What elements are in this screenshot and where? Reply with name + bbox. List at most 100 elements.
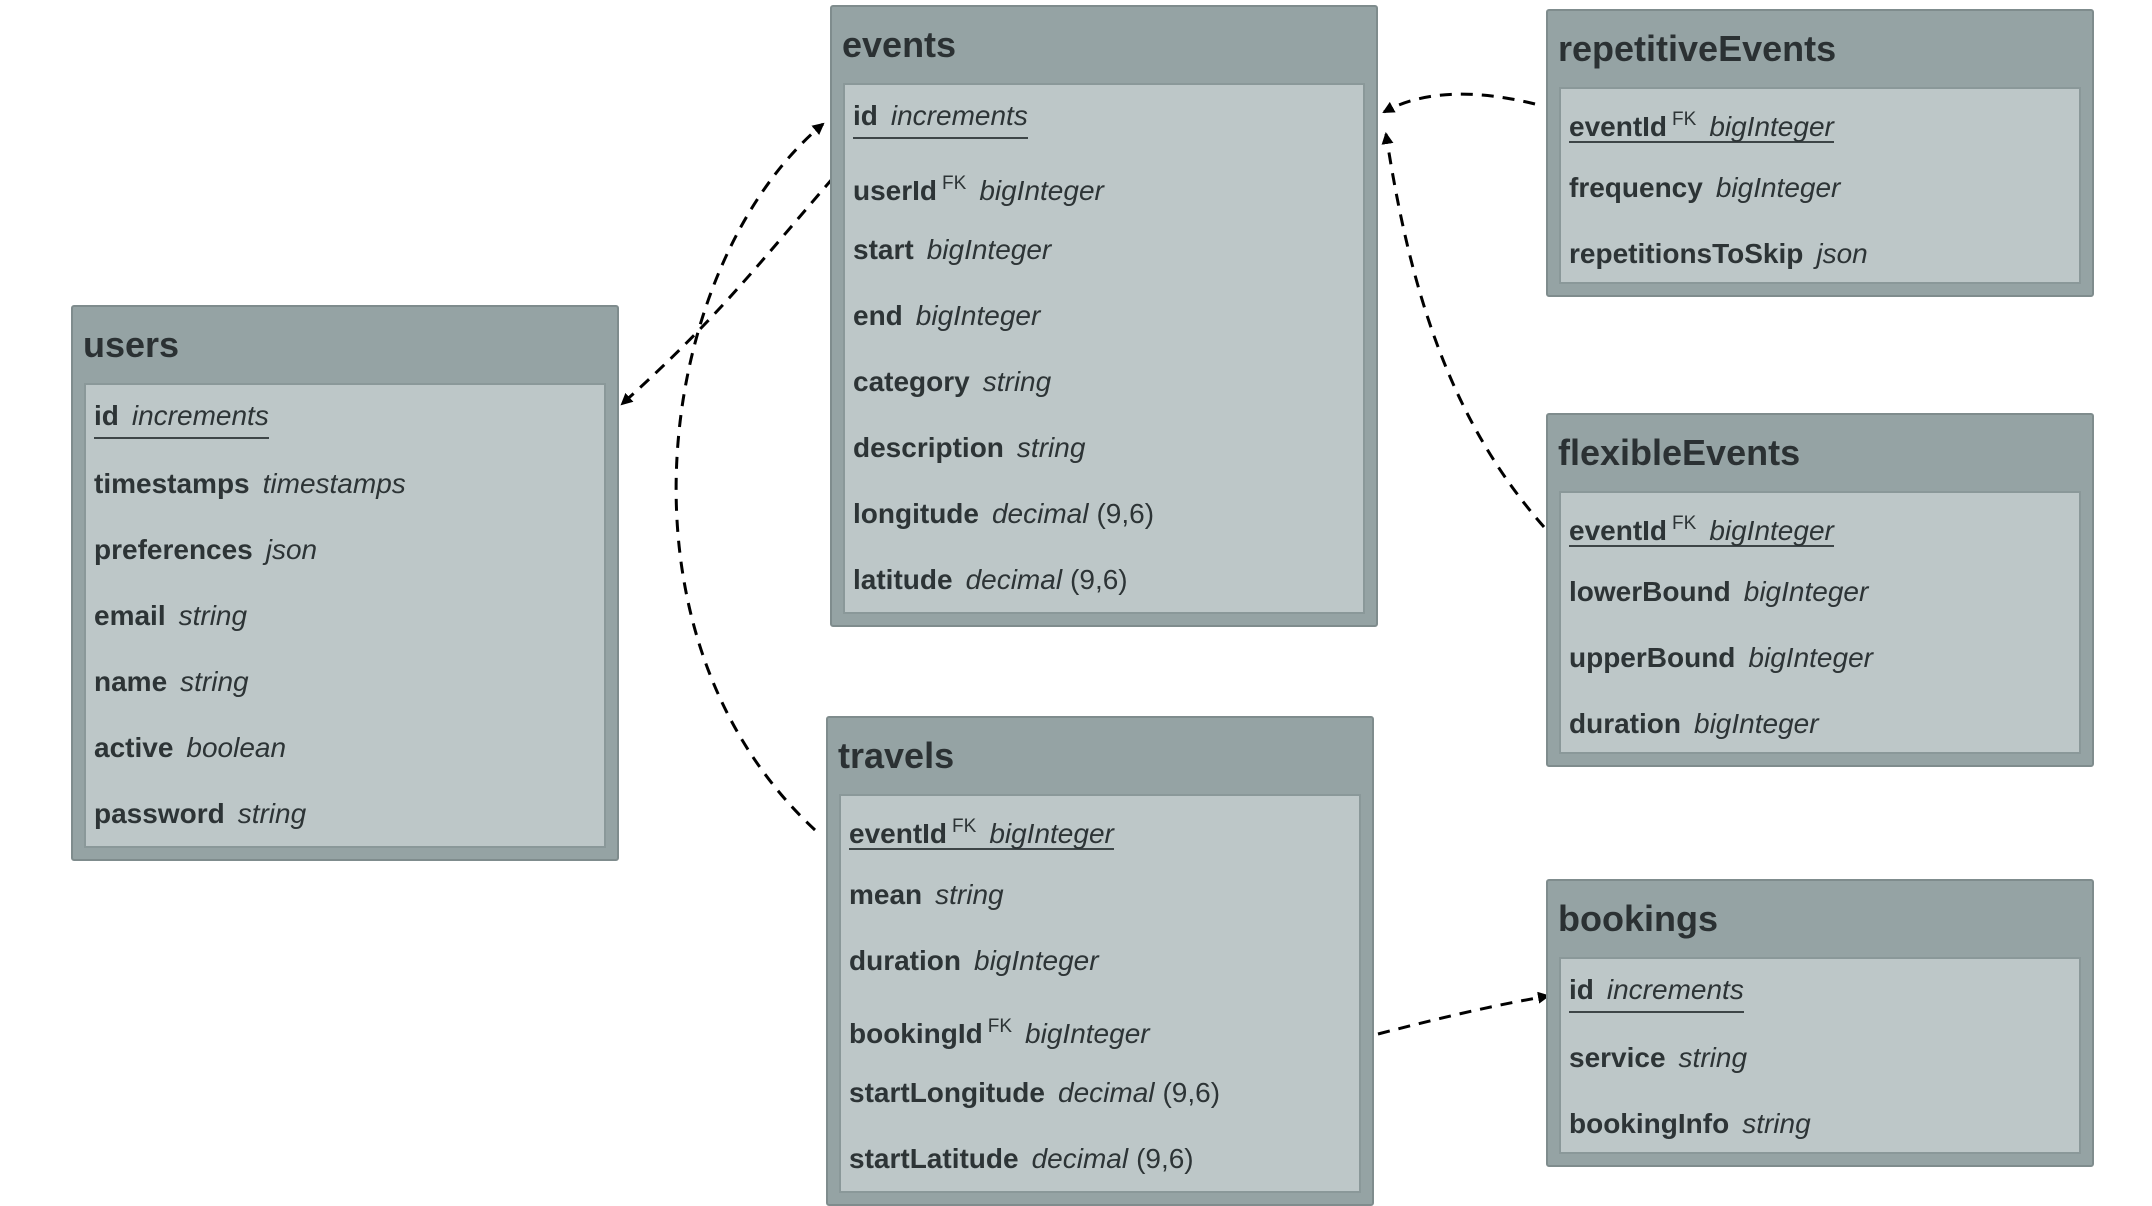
column-name: id: [853, 100, 878, 131]
column-type: decimal: [965, 564, 1063, 595]
column-name: mean: [849, 879, 923, 910]
column-name: password: [94, 798, 225, 829]
column-type: bigInteger: [1715, 172, 1841, 203]
relation-flexibleevents-eventid-to-events: [1381, 132, 1546, 528]
column-name: service: [1569, 1042, 1666, 1073]
table-title: repetitiveEvents: [1558, 28, 1837, 69]
column-extra: (9,6): [1070, 564, 1128, 595]
column-row: end bigInteger: [853, 283, 1040, 349]
column-row: preferences json: [94, 517, 317, 583]
relation-repetitiveevents-eventid-to-events: [1382, 92, 1536, 114]
column-name: bookingInfo: [1569, 1108, 1730, 1139]
column-type: json: [265, 534, 318, 565]
column-row: longitude decimal(9,6): [853, 481, 1154, 547]
fk-marker: FK: [952, 816, 977, 837]
column-row: duration bigInteger: [849, 928, 1099, 994]
column-type: timestamps: [262, 468, 406, 499]
relation-travels-eventid-to-events: [674, 122, 825, 832]
column-name: start: [853, 234, 914, 265]
column-extra: (9,6): [1136, 1143, 1194, 1174]
column-row: id increments: [853, 85, 1028, 139]
column-name: eventId: [1569, 111, 1668, 142]
column-extra: (9,6): [1096, 498, 1155, 529]
column-name: name: [94, 666, 168, 697]
fk-marker: FK: [1672, 109, 1697, 130]
column-type: increments: [131, 400, 269, 431]
table-title: travels: [838, 735, 955, 776]
column-name: duration: [849, 945, 961, 976]
column-row: id increments: [1569, 959, 1744, 1013]
column-type: bigInteger: [979, 175, 1104, 206]
column-type: increments: [890, 100, 1028, 131]
column-row: category string: [853, 349, 1051, 415]
column-name: latitude: [853, 564, 953, 595]
column-name: userId: [853, 175, 938, 206]
column-type: string: [180, 666, 249, 697]
column-type: decimal: [1031, 1143, 1129, 1174]
column-type: decimal: [991, 498, 1089, 529]
column-name: repetitionsToSkip: [1569, 238, 1804, 269]
column-name: preferences: [94, 534, 253, 565]
column-row: mean string: [849, 862, 1004, 928]
column-type: string: [1016, 432, 1086, 463]
column-type: json: [1816, 238, 1868, 269]
relation-travels-bookingid-to-bookings: [1377, 991, 1550, 1036]
column-name: longitude: [853, 498, 979, 529]
column-type: increments: [1606, 974, 1744, 1005]
column-type: string: [982, 366, 1052, 397]
column-type: bigInteger: [1025, 1018, 1150, 1049]
column-name: lowerBound: [1569, 576, 1731, 607]
column-name: eventId: [1569, 515, 1668, 546]
column-name: id: [1569, 974, 1594, 1005]
column-type: string: [935, 879, 1004, 910]
table-title: events: [842, 24, 957, 65]
fk-marker: FK: [942, 173, 967, 194]
column-type: bigInteger: [974, 945, 1099, 976]
column-row: bookingInfo string: [1569, 1091, 1811, 1157]
column-name: eventId: [849, 818, 948, 849]
column-name: timestamps: [94, 468, 250, 499]
table-title: bookings: [1558, 898, 1718, 939]
column-type: bigInteger: [1694, 708, 1819, 739]
column-extra: (9,6): [1162, 1077, 1221, 1108]
column-name: description: [853, 432, 1004, 463]
column-name: category: [853, 366, 970, 397]
column-type: bigInteger: [1709, 515, 1834, 546]
column-type: bigInteger: [989, 818, 1114, 849]
column-type: boolean: [186, 732, 287, 763]
column-name: frequency: [1569, 172, 1703, 203]
column-row: latitude decimal(9,6): [853, 547, 1128, 613]
column-row: name string: [94, 649, 249, 715]
column-type: string: [1678, 1042, 1748, 1073]
column-type: bigInteger: [915, 300, 1041, 331]
column-type: decimal: [1058, 1077, 1155, 1108]
column-type: string: [1742, 1108, 1811, 1139]
column-row: frequency bigInteger: [1569, 155, 1840, 221]
column-name: end: [853, 300, 903, 331]
column-row: repetitionsToSkip json: [1569, 221, 1868, 287]
table-bookings: bookings id increments service string book…: [1546, 879, 2094, 1167]
column-row: timestamps timestamps: [94, 451, 406, 517]
column-row: description string: [853, 415, 1085, 481]
table-title: users: [83, 324, 180, 365]
